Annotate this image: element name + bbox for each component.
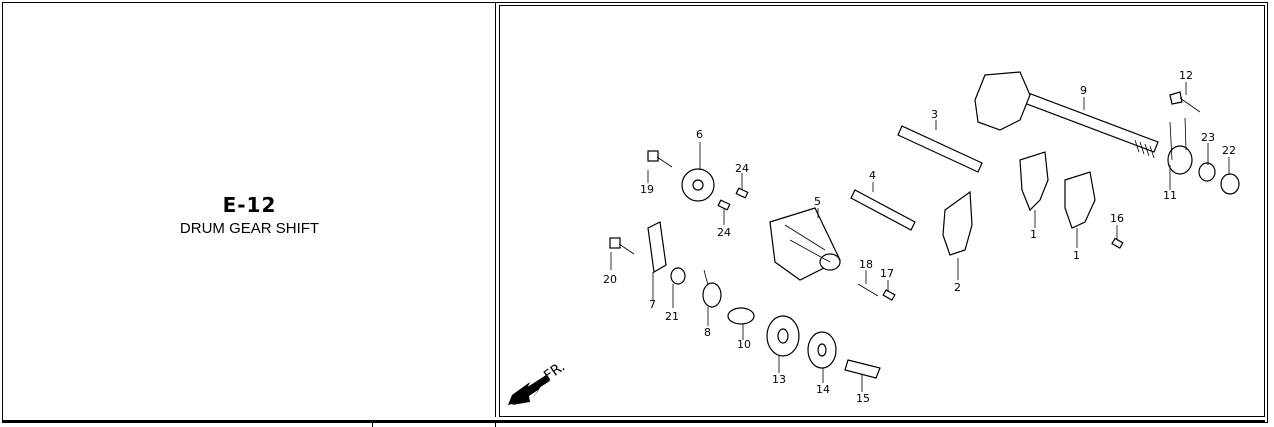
- circlip-part[interactable]: [1220, 173, 1240, 195]
- section-code: E-12: [222, 193, 277, 217]
- callout-label: 16: [1110, 212, 1124, 225]
- bolt-part[interactable]: [609, 237, 635, 255]
- section-title: DRUM GEAR SHIFT: [179, 220, 320, 237]
- shift-drum-part[interactable]: [769, 207, 841, 281]
- callout-label: 3: [931, 108, 938, 121]
- callout-label: 10: [737, 338, 751, 351]
- callout-label: 24: [735, 162, 749, 175]
- table-divider: [372, 420, 373, 427]
- callout-label: 7: [649, 298, 656, 311]
- callout-label: 19: [640, 183, 654, 196]
- gear-part[interactable]: [807, 331, 837, 369]
- callout-label: 6: [696, 128, 703, 141]
- pin-part[interactable]: [717, 199, 731, 211]
- stopper-arm-part[interactable]: [647, 221, 667, 273]
- callout-label: 20: [603, 273, 617, 286]
- callout-label: 9: [1080, 84, 1087, 97]
- callout-label: 21: [665, 310, 679, 323]
- shift-fork-part[interactable]: [1019, 151, 1049, 212]
- callout-label: 23: [1201, 131, 1215, 144]
- fork-shaft-rod[interactable]: [850, 189, 916, 231]
- callout-label: 8: [704, 326, 711, 339]
- bolt-part[interactable]: [1169, 91, 1201, 113]
- gear-part[interactable]: [766, 315, 800, 357]
- callout-label: 12: [1179, 69, 1193, 82]
- shift-fork-part[interactable]: [1064, 171, 1096, 229]
- pin-part[interactable]: [882, 289, 896, 301]
- washer-part[interactable]: [1198, 162, 1216, 182]
- pin-part[interactable]: [1111, 237, 1124, 249]
- callout-label: 13: [772, 373, 786, 386]
- return-spring-part[interactable]: [1167, 117, 1193, 175]
- front-direction-arrow-icon: [508, 375, 550, 405]
- drum-stopper-star[interactable]: [681, 168, 715, 202]
- callout-label: 22: [1222, 144, 1236, 157]
- callout-label: 17: [880, 267, 894, 280]
- callout-label: 24: [717, 226, 731, 239]
- callout-label: 14: [816, 383, 830, 396]
- callout-label: 1: [1073, 249, 1080, 262]
- washer-part[interactable]: [670, 267, 686, 285]
- shift-fork-part[interactable]: [942, 190, 973, 256]
- shaft-part[interactable]: [844, 359, 881, 379]
- callout-label: 5: [814, 195, 821, 208]
- callout-label: 4: [869, 169, 876, 182]
- page-frame: [2, 2, 1268, 423]
- bottom-rule: [3, 420, 1265, 422]
- callout-label: 15: [856, 392, 870, 405]
- section-header-cell: E-12 DRUM GEAR SHIFT: [3, 3, 496, 417]
- diagram-cell: [499, 5, 1265, 417]
- spring-pin-part[interactable]: [857, 283, 879, 297]
- callout-label: 2: [954, 281, 961, 294]
- pin-part[interactable]: [735, 187, 749, 199]
- callout-label: 18: [859, 258, 873, 271]
- fork-shaft-rod[interactable]: [897, 125, 983, 173]
- callout-label: 1: [1030, 228, 1037, 241]
- plate-part[interactable]: [727, 307, 755, 325]
- callout-label: 11: [1163, 189, 1177, 202]
- bolt-part[interactable]: [647, 150, 673, 168]
- shift-shaft-part[interactable]: [974, 71, 1159, 159]
- exploded-parts-diagram: 1 1 2 3 4 5 6 7 8 9 10 11 12 13 14 15 16…: [508, 69, 1240, 405]
- stopper-spring-part[interactable]: [702, 269, 722, 308]
- table-divider: [495, 420, 496, 427]
